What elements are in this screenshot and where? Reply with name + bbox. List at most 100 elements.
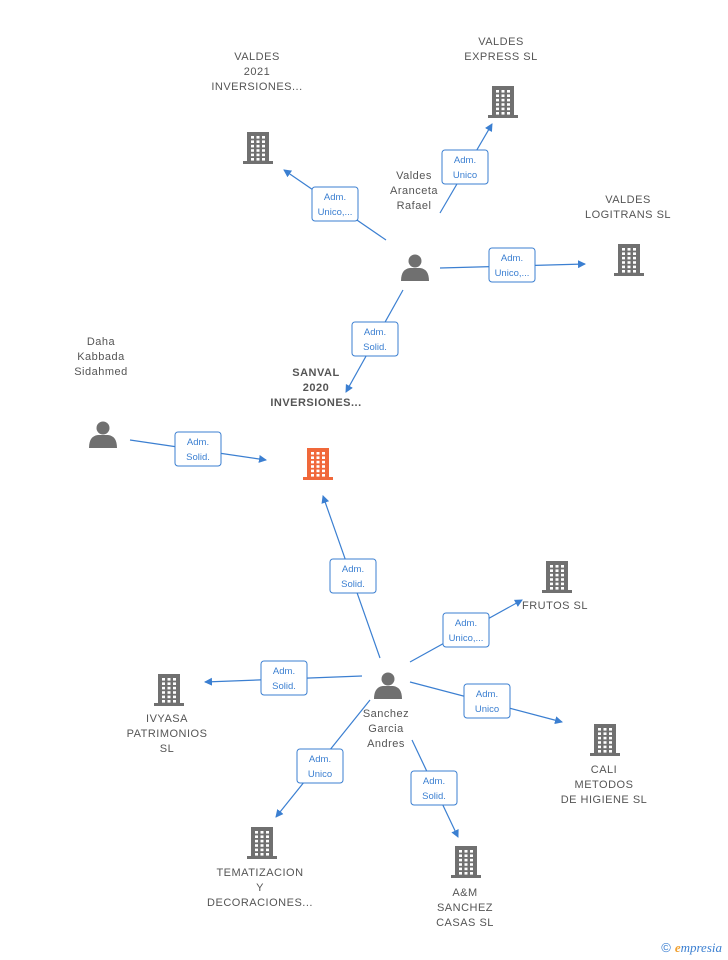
edge-valdesperson-sanval: Adm. Solid.	[345, 289, 404, 393]
node-label: SANVAL	[292, 367, 339, 379]
node-label: Kabbada	[77, 351, 125, 363]
person-icon[interactable]	[374, 672, 402, 700]
relation-label-box[interactable]	[410, 770, 458, 806]
copyright-symbol: ©	[661, 940, 671, 955]
node-tematizacion[interactable]: TEMATIZACIONYDECORACIONES...	[207, 827, 313, 909]
relation-label-text: Adm.	[501, 253, 523, 264]
relation-label-box[interactable]	[488, 247, 536, 283]
edge-sanchez-ivyasa: Adm. Solid.	[204, 660, 363, 696]
relation-label-box[interactable]	[442, 612, 490, 648]
relation-label-text: Adm.	[364, 327, 386, 338]
node-label: LOGITRANS SL	[585, 209, 671, 221]
building-icon[interactable]	[590, 724, 620, 756]
node-label: Garcia	[368, 723, 404, 735]
relation-label-box[interactable]	[260, 660, 308, 696]
node-label: METODOS	[575, 779, 634, 791]
relation-label-text: Adm.	[187, 437, 209, 448]
relation-label-text: Unico	[453, 170, 477, 181]
node-label: INVERSIONES...	[270, 397, 361, 409]
node-label: SANCHEZ	[437, 902, 493, 914]
node-sanval[interactable]: SANVAL2020INVERSIONES...	[270, 367, 361, 480]
node-label: INVERSIONES...	[211, 81, 302, 93]
relation-label-text: Adm.	[423, 776, 445, 787]
relation-label-box[interactable]	[463, 683, 511, 719]
edge-sanchez-sanval: Adm. Solid.	[321, 495, 381, 659]
node-label: 2021	[244, 66, 270, 78]
node-cali[interactable]: CALI METODOS DE HIGIENE SL	[561, 724, 648, 806]
building-icon[interactable]	[451, 846, 481, 878]
relation-label-box[interactable]	[311, 186, 359, 222]
node-label: Y	[256, 882, 264, 894]
relation-label-text: Adm.	[342, 564, 364, 575]
relation-label-text: Unico,...	[449, 633, 484, 644]
relation-label-box[interactable]	[351, 321, 399, 357]
node-label: PATRIMONIOS	[127, 728, 208, 740]
relation-label-box[interactable]	[441, 149, 489, 185]
node-ivyasa[interactable]: IVYASA PATRIMONIOS SL	[127, 674, 208, 755]
building-icon[interactable]	[303, 448, 333, 480]
node-label: VALDES	[605, 194, 651, 206]
node-label: FRUTOS SL	[522, 600, 588, 612]
node-label: Valdes	[396, 170, 432, 182]
relation-label-text: Solid.	[341, 579, 365, 590]
relation-label-text: Unico,...	[495, 268, 530, 279]
edge-sanchez-frutos: Adm. Unico,...	[409, 599, 523, 663]
node-label: EXPRESS SL	[464, 51, 537, 63]
brand-initial: e	[674, 940, 681, 955]
relation-label-text: Adm.	[309, 754, 331, 765]
relation-label-box[interactable]	[329, 558, 377, 594]
building-icon[interactable]	[154, 674, 184, 706]
edge-sanchez-cali: Adm. Unico	[409, 681, 563, 725]
relation-label-text: Unico	[475, 704, 499, 715]
node-valdes2021[interactable]: VALDES 2021INVERSIONES...	[211, 51, 302, 164]
building-icon[interactable]	[247, 827, 277, 859]
relation-label-text: Solid.	[422, 791, 446, 802]
node-label: Rafael	[397, 200, 432, 212]
edge-sanchez-amsanchez: Adm. Solid.	[410, 739, 459, 838]
building-icon[interactable]	[243, 132, 273, 164]
relation-label-text: Adm.	[324, 192, 346, 203]
relation-label-box[interactable]	[174, 431, 222, 467]
node-label: DE HIGIENE SL	[561, 794, 648, 806]
relation-label-text: Adm.	[455, 618, 477, 629]
node-label: Aranceta	[390, 185, 438, 197]
node-label: TEMATIZACION	[216, 867, 303, 879]
node-label: IVYASA	[146, 713, 188, 725]
node-valdesexpress[interactable]: VALDES EXPRESS SL	[464, 36, 537, 118]
node-frutos[interactable]: FRUTOS SL	[522, 561, 588, 612]
relation-label-text: Adm.	[273, 666, 295, 677]
building-icon[interactable]	[542, 561, 572, 593]
edges-layer: Adm.Unico,...Adm.UnicoAdm.Unico,...Adm.S…	[129, 123, 586, 838]
brand-footer: ©empresia	[661, 940, 722, 956]
edge-daha-sanval: Adm. Solid.	[129, 431, 267, 467]
node-label: SL	[160, 743, 174, 755]
building-icon[interactable]	[488, 86, 518, 118]
node-label: VALDES	[478, 36, 524, 48]
node-label: VALDES	[234, 51, 280, 63]
edge-valdesperson-valdes2021: Adm.Unico,...	[283, 169, 387, 241]
node-label: CALI	[591, 764, 617, 776]
relation-label-text: Solid.	[186, 452, 210, 463]
node-amsanchez[interactable]: A&M SANCHEZ CASAS SL	[436, 846, 494, 929]
node-label: Andres	[367, 738, 405, 750]
node-label: A&M	[452, 887, 477, 899]
edge-valdesperson-valdeslogi: Adm. Unico,...	[439, 247, 586, 283]
person-icon[interactable]	[401, 254, 429, 282]
relation-label-text: Adm.	[476, 689, 498, 700]
node-label: CASAS SL	[436, 917, 494, 929]
building-icon[interactable]	[614, 244, 644, 276]
relation-label-box[interactable]	[296, 748, 344, 784]
node-valdeslogi[interactable]: VALDES LOGITRANS SL	[585, 194, 671, 276]
edge-sanchez-tematizacion: Adm. Unico	[275, 699, 371, 818]
person-icon[interactable]	[89, 421, 117, 449]
relation-label-text: Solid.	[272, 681, 296, 692]
relation-label-text: Unico	[308, 769, 332, 780]
relation-label-text: Solid.	[363, 342, 387, 353]
node-label: Sidahmed	[74, 366, 128, 378]
brand-name: mpresia	[680, 940, 722, 955]
